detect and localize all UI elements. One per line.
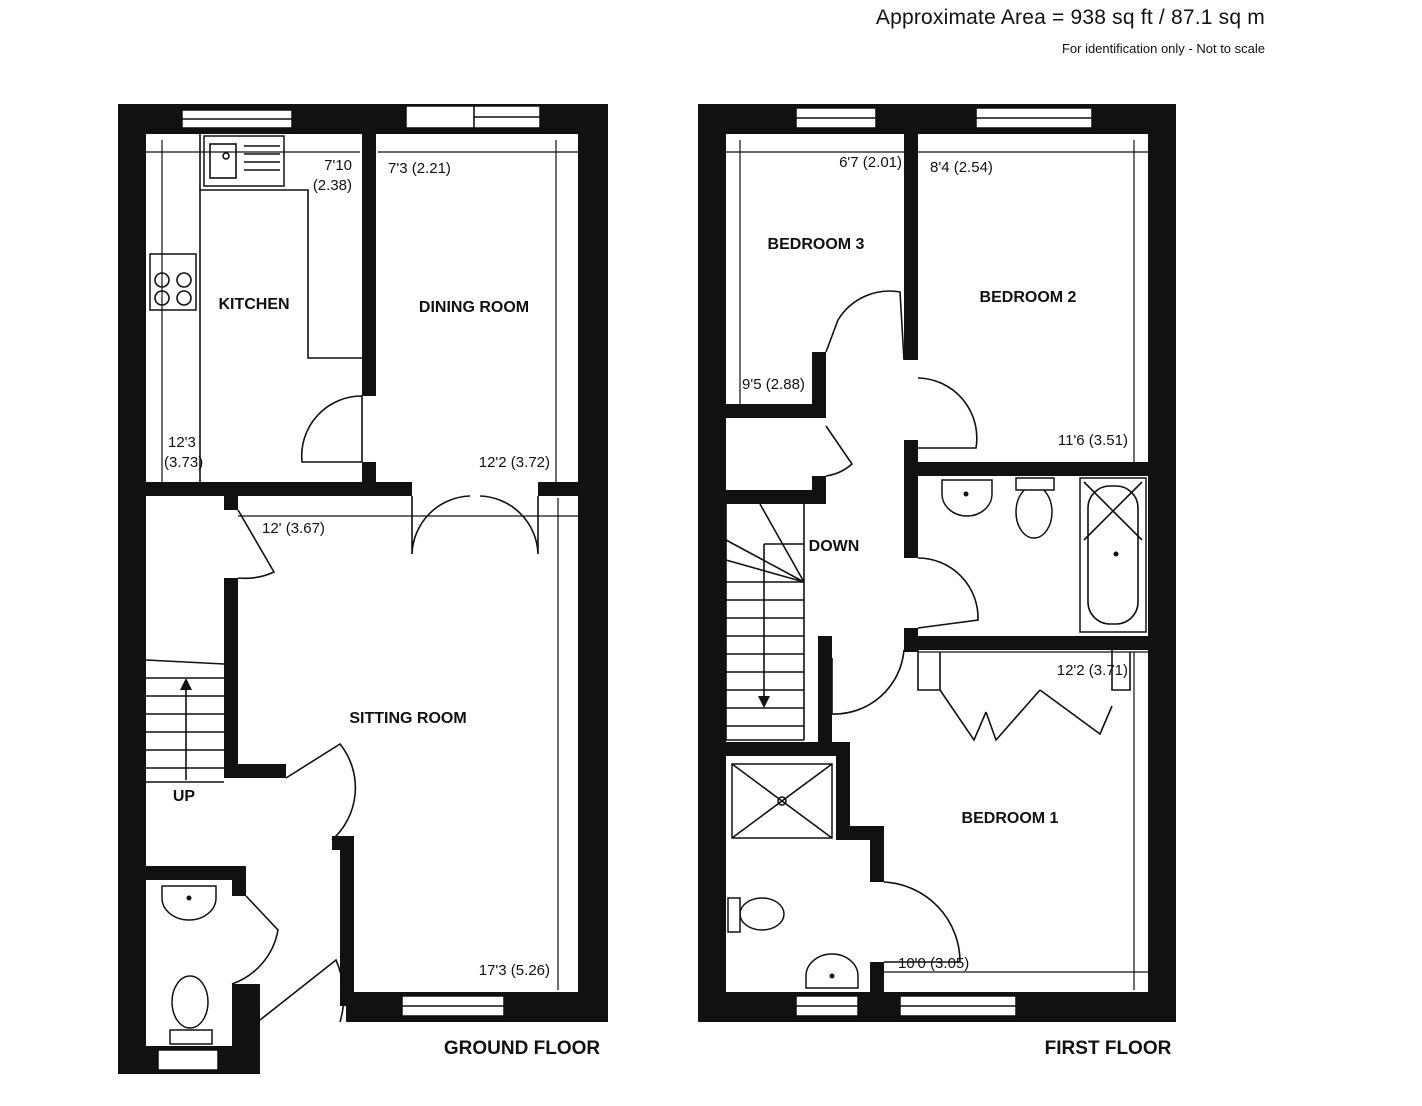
room-label-kitchen: KITCHEN: [218, 296, 289, 313]
wall: [726, 742, 850, 756]
window: [157, 1049, 219, 1071]
wall: [904, 462, 1148, 476]
wall: [1148, 104, 1176, 1022]
dim-bedroom3-width: 6'7 (2.01): [839, 154, 902, 171]
dimension-lines: [726, 140, 1148, 990]
basin: [805, 953, 859, 989]
wall: [362, 134, 376, 396]
wall: [146, 482, 412, 496]
basin: [941, 479, 993, 517]
stairs-label-down: DOWN: [809, 538, 860, 555]
hall-door: [237, 509, 276, 580]
dimension-lines: [146, 140, 578, 990]
room-label-bedroom2: BEDROOM 2: [980, 289, 1077, 306]
wc-door: [231, 895, 279, 985]
wall: [726, 404, 826, 418]
bedroom2-door: [917, 377, 978, 449]
dining-door-left: [411, 495, 471, 555]
wardrobe-door: [939, 689, 987, 742]
wall: [904, 636, 1148, 650]
ground-floor-plan: KITCHEN DINING ROOM SITTING ROOM UP GROU…: [118, 104, 608, 1074]
wall: [904, 440, 918, 464]
stairs-down: [725, 503, 805, 741]
wall: [870, 826, 884, 882]
wall: [232, 866, 246, 896]
wall: [578, 104, 608, 1022]
room-label-sitting-room: SITTING ROOM: [349, 710, 466, 727]
wall: [812, 476, 826, 504]
stairs-up: [145, 659, 225, 783]
dining-door-right: [479, 495, 539, 555]
room-label-bedroom1: BEDROOM 1: [962, 810, 1059, 827]
landing-door: [831, 649, 905, 715]
cupboard-door: [825, 425, 854, 477]
dim-bedroom2-width: 8'4 (2.54): [930, 159, 993, 176]
dim-kitchen-width-m: (2.38): [313, 177, 352, 194]
toilet: [739, 897, 785, 931]
hob: [149, 253, 197, 311]
wall: [146, 866, 246, 880]
wall: [118, 104, 146, 1074]
toilet: [1015, 485, 1053, 539]
dim-kitchen-length-m: (3.73): [164, 454, 203, 471]
wall: [224, 578, 238, 774]
wall: [698, 104, 726, 1022]
wall: [836, 742, 850, 834]
dim-sitting-width: 12' (3.67): [262, 520, 325, 537]
wardrobe-door: [1039, 689, 1113, 736]
worktop: [199, 134, 362, 359]
wall: [726, 490, 826, 504]
dim-bedroom3-length: 9'5 (2.88): [742, 376, 805, 393]
basin: [161, 885, 217, 921]
floor-label-first: FIRST FLOOR: [1045, 1038, 1172, 1059]
kitchen-door: [300, 395, 363, 463]
sitting-door: [285, 742, 357, 841]
wall: [904, 462, 918, 558]
dim-bedroom1-length: 10'0 (3.05): [898, 955, 969, 972]
wall: [340, 836, 354, 1006]
stairs-label-up: UP: [173, 788, 196, 805]
dim-kitchen-width-ft: 7'10: [324, 157, 352, 174]
wardrobe-door: [985, 689, 1041, 742]
wall: [224, 496, 238, 510]
wall: [224, 764, 286, 778]
wall: [818, 650, 832, 742]
bedroom3-door: [825, 290, 905, 361]
wall: [698, 104, 1176, 134]
room-label-dining-room: DINING ROOM: [419, 299, 529, 316]
wardrobe: [1111, 650, 1131, 691]
bedroom1-door: [883, 881, 961, 963]
wall: [812, 352, 826, 418]
front-door: [259, 958, 345, 1023]
wall: [232, 984, 260, 1074]
approximate-area: Approximate Area = 938 sq ft / 87.1 sq m: [875, 6, 1265, 29]
dim-bedroom2-length: 11'6 (3.51): [1058, 432, 1128, 449]
floor-label-ground: GROUND FLOOR: [444, 1038, 600, 1059]
bath: [1079, 477, 1147, 633]
room-label-bedroom3: BEDROOM 3: [768, 236, 865, 253]
dim-bedroom1-width: 12'2 (3.71): [1057, 662, 1128, 679]
wall: [870, 962, 884, 1002]
dim-dining-length: 12'2 (3.72): [479, 454, 550, 471]
first-floor-plan: BEDROOM 3 BEDROOM 2 BEDROOM 1 DOWN FIRST…: [698, 104, 1176, 1059]
wall: [538, 482, 578, 496]
bathroom-door: [917, 557, 979, 629]
toilet: [171, 975, 209, 1029]
dim-kitchen-length-ft: 12'3: [168, 434, 196, 451]
dim-sitting-length: 17'3 (5.26): [479, 962, 550, 979]
wall: [904, 134, 918, 360]
dim-dining-width: 7'3 (2.21): [388, 160, 451, 177]
wardrobe: [917, 650, 941, 691]
disclaimer-note: For identification only - Not to scale: [1061, 41, 1265, 56]
